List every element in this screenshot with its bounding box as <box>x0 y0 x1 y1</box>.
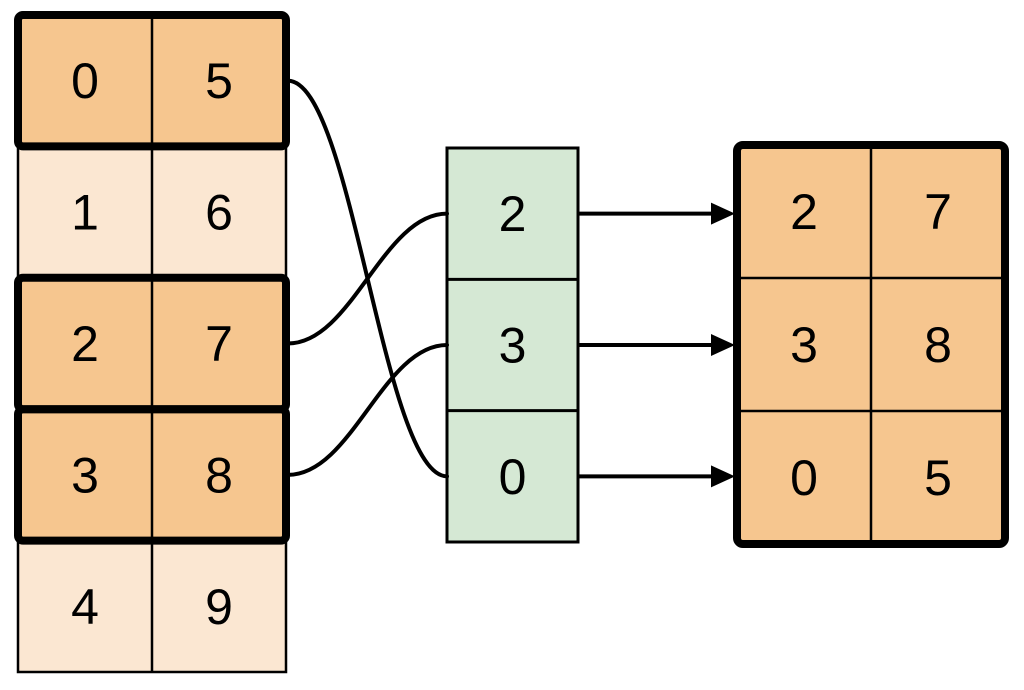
arrowhead-icon <box>711 333 735 356</box>
source-cell <box>152 146 286 278</box>
index-cell <box>447 148 578 280</box>
result-cell <box>737 411 871 544</box>
result-cell-value: 3 <box>790 317 818 373</box>
result-table-outline <box>733 141 1009 548</box>
index-column-fills <box>447 148 578 542</box>
source-cell-value: 5 <box>205 53 233 109</box>
source-cell <box>152 409 286 541</box>
source-cell-value: 8 <box>205 447 233 503</box>
source-cell <box>18 15 152 147</box>
result-cell-value: 8 <box>924 317 952 373</box>
source-cell <box>152 277 286 410</box>
index-column-values: 2 3 0 <box>499 186 527 505</box>
result-cell <box>737 145 871 278</box>
result-cell <box>871 278 1005 411</box>
source-cell <box>18 277 152 410</box>
source-cell-value: 3 <box>71 447 99 503</box>
result-cell-value: 0 <box>790 450 818 506</box>
source-cell <box>18 146 152 278</box>
result-table-grid <box>737 145 1005 544</box>
index-cell <box>447 410 578 542</box>
source-cell <box>18 409 152 541</box>
source-table-values: 0 5 1 6 2 7 3 8 4 9 <box>71 53 233 635</box>
result-table-fills <box>737 145 1005 544</box>
source-cell-value: 2 <box>71 316 99 372</box>
source-to-index-curve <box>286 78 449 479</box>
arrowhead-icon <box>711 202 735 225</box>
source-cell-value: 9 <box>205 579 233 635</box>
source-table-fills <box>18 15 286 672</box>
source-cell <box>18 540 152 672</box>
result-cell-value: 7 <box>924 184 952 240</box>
result-cell <box>737 278 871 411</box>
source-cell <box>152 15 286 147</box>
source-cell-value: 7 <box>205 316 233 372</box>
source-cell-value: 4 <box>71 579 99 635</box>
source-cell <box>152 540 286 672</box>
index-cell-value: 2 <box>499 186 527 242</box>
result-cell-value: 5 <box>924 450 952 506</box>
result-table-values: 2 7 3 8 0 5 <box>790 184 952 506</box>
index-cell-value: 3 <box>499 317 527 373</box>
arrowhead-icon <box>711 465 735 488</box>
source-to-index-curve <box>286 342 449 477</box>
index-cell <box>447 279 578 411</box>
result-table-outline <box>733 141 1009 548</box>
result-cell <box>871 411 1005 544</box>
source-cell-value: 6 <box>205 185 233 241</box>
source-cell-value: 0 <box>71 53 99 109</box>
curve-connectors <box>286 78 449 479</box>
result-cell <box>871 145 1005 278</box>
result-cell-value: 2 <box>790 184 818 240</box>
index-cell-value: 0 <box>499 449 527 505</box>
source-cell-value: 1 <box>71 185 99 241</box>
arrow-connectors <box>578 202 735 488</box>
